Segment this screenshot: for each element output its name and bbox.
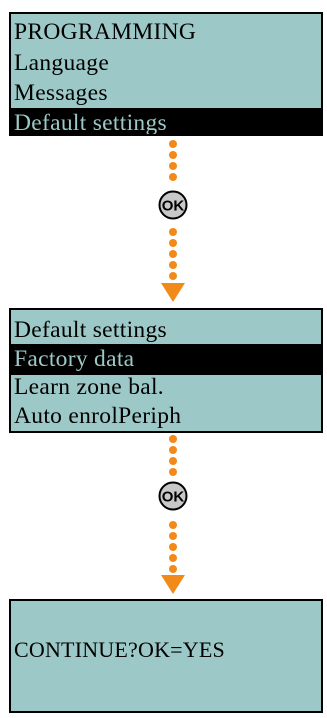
- menu-item-messages[interactable]: Messages: [14, 80, 108, 106]
- lcd-screen-confirmation: CONTINUE?OK=YES: [9, 599, 323, 713]
- menu-item-language[interactable]: Language: [14, 50, 110, 76]
- menu-item-learn-zone-bal[interactable]: Learn zone bal.: [14, 374, 164, 400]
- flow-connector-1: OK: [145, 136, 201, 308]
- menu-item-factory-data[interactable]: Factory data: [11, 344, 321, 375]
- ok-button[interactable]: OK: [158, 481, 188, 511]
- lcd-screen-default-settings-menu: Default settings Factory data Learn zone…: [9, 308, 323, 433]
- menu-item-default-settings-title: Default settings: [14, 317, 167, 343]
- confirmation-message: CONTINUE?OK=YES: [14, 637, 225, 662]
- ok-button-label: OK: [162, 489, 185, 506]
- menu-item-auto-enrol-periph[interactable]: Auto enrolPeriph: [14, 403, 182, 429]
- dotted-arrow-icon: [161, 140, 185, 302]
- ok-button[interactable]: OK: [158, 190, 188, 220]
- lcd-screen-programming-menu: PROGRAMMING Language Messages Default se…: [9, 12, 323, 136]
- flow-connector-2: OK: [145, 433, 201, 599]
- menu-item-default-settings[interactable]: Default settings: [11, 108, 321, 134]
- dotted-arrow-icon: [161, 435, 185, 594]
- menu-item-programming[interactable]: PROGRAMMING: [14, 19, 197, 45]
- ok-button-label: OK: [162, 198, 185, 215]
